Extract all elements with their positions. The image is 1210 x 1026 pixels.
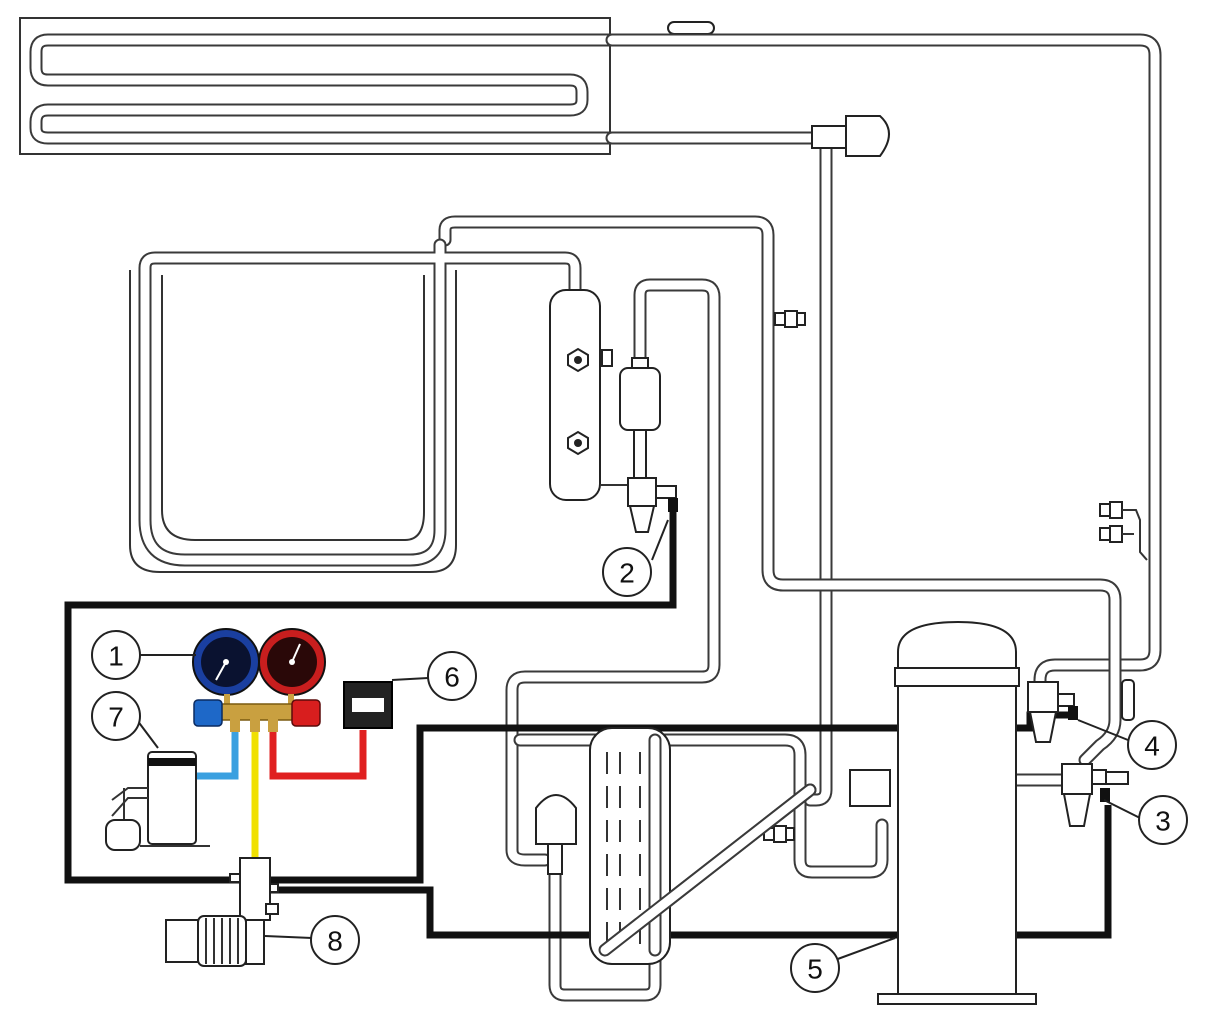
pipe-network (129, 33, 1162, 1002)
callout-4: 4 (1127, 720, 1177, 770)
filter-drier (619, 357, 661, 479)
callout-5-label: 5 (807, 954, 823, 985)
high-side-hose (269, 730, 367, 780)
low-side-hose (195, 732, 239, 780)
condenser (19, 17, 715, 155)
callout-2: 2 (602, 547, 652, 597)
vacuum-pump (165, 857, 279, 967)
manifold-gauge-set (192, 628, 326, 732)
accumulator (589, 727, 817, 965)
callout-7-label: 7 (108, 702, 124, 733)
callout-6-label: 6 (444, 662, 460, 693)
service-lines (64, 512, 1112, 939)
callout-4-label: 4 (1144, 731, 1160, 762)
compressor (849, 620, 1135, 1005)
callout-7: 7 (91, 691, 141, 741)
pressure-switch (811, 115, 890, 157)
callout-2-label: 2 (619, 558, 635, 589)
evaporator-service-valve (627, 477, 678, 533)
callout-8-label: 8 (327, 926, 343, 957)
service-port (1099, 501, 1148, 561)
callout-5: 5 (790, 943, 840, 993)
refrigerant-recovery-unit (105, 751, 210, 851)
callout-1: 1 (91, 630, 141, 680)
callout-6: 6 (427, 651, 477, 701)
callout-8: 8 (310, 915, 360, 965)
metering-device (535, 794, 577, 875)
receiver-tank (549, 289, 628, 501)
suction-service-valve (1027, 681, 1078, 743)
service-port (774, 310, 806, 328)
callout-1-label: 1 (108, 641, 124, 672)
callout-3-label: 3 (1155, 806, 1171, 837)
discharge-service-valve (1061, 763, 1129, 827)
callout-3: 3 (1138, 795, 1188, 845)
electronic-scale (343, 681, 393, 729)
